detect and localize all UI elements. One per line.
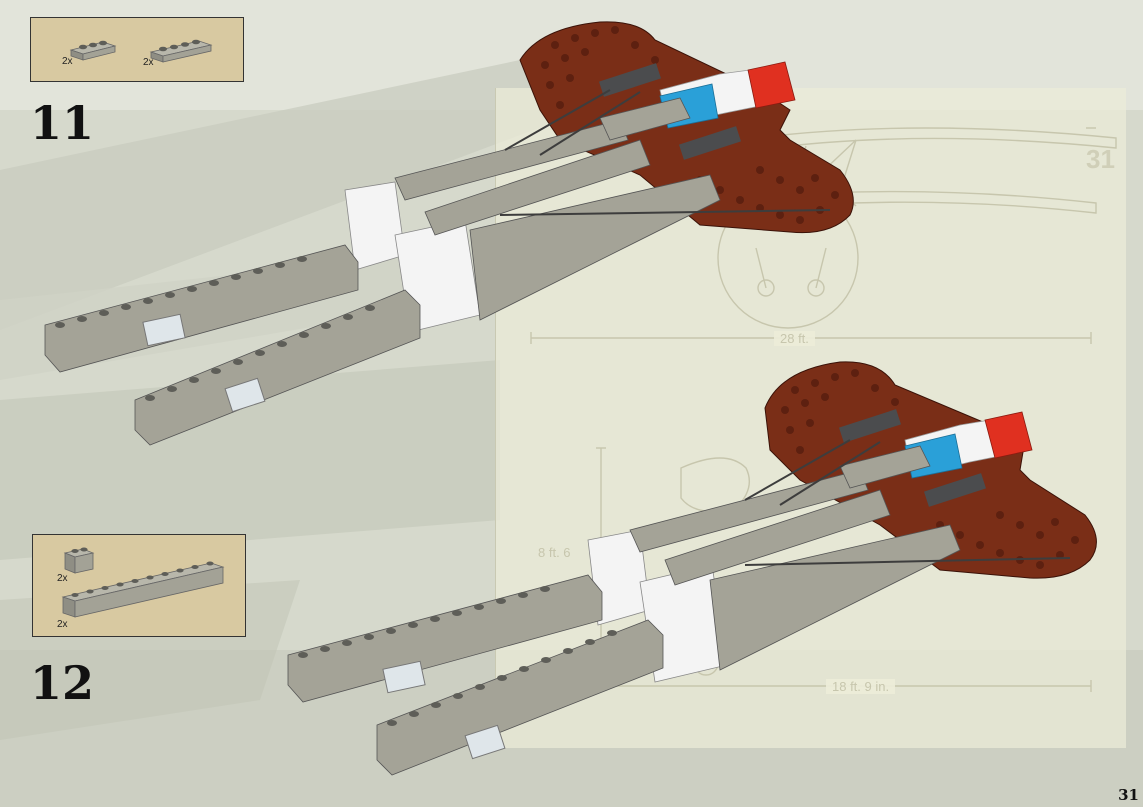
part-quantity: 2x bbox=[57, 573, 68, 584]
step-12-number: 12 bbox=[30, 656, 95, 710]
window-cutout bbox=[382, 660, 426, 694]
gray-lower-beam bbox=[376, 619, 664, 776]
dark-gray-hinge bbox=[838, 409, 902, 443]
window-cutout bbox=[464, 724, 506, 760]
dark-gray-hinge bbox=[598, 63, 662, 97]
dark-gray-hinge bbox=[678, 126, 742, 160]
step-11-parts-box: 2x 2x bbox=[30, 17, 244, 82]
part-quantity: 2x bbox=[62, 56, 73, 67]
gray-lower-beam bbox=[44, 244, 359, 373]
gray-fuselage-beam bbox=[424, 139, 651, 236]
svg-text:31: 31 bbox=[1086, 144, 1115, 174]
part-quantity: 2x bbox=[57, 619, 68, 630]
gray-fuselage-beam bbox=[469, 174, 721, 321]
gray-fuselage-beam bbox=[664, 489, 891, 586]
length-dimension-label: 18 ft. 9 in. bbox=[826, 679, 896, 694]
gray-lower-beam bbox=[287, 574, 603, 703]
part-quantity: 2x bbox=[143, 57, 154, 68]
red-tail-plate bbox=[984, 411, 1033, 459]
brown-tail-wing bbox=[519, 21, 854, 234]
light-gray-brick-1x2-icon bbox=[63, 547, 95, 574]
window-cutout bbox=[224, 377, 266, 413]
dark-gray-hinge bbox=[923, 473, 987, 507]
step-12-parts-box: 2x 2x bbox=[32, 534, 246, 637]
red-tail-plate bbox=[747, 61, 796, 109]
light-gray-plate-1x4-icon bbox=[149, 39, 213, 63]
light-gray-plate-1x3-icon bbox=[69, 40, 117, 61]
gray-fuselage-beam bbox=[629, 469, 869, 553]
page-number: 31 bbox=[1118, 786, 1139, 804]
gray-top-plate bbox=[599, 97, 691, 141]
light-gray-brick-1x10-icon bbox=[61, 561, 225, 618]
window-cutout bbox=[142, 313, 186, 347]
step-11-number: 11 bbox=[30, 96, 95, 150]
gray-top-plate bbox=[839, 445, 931, 489]
height-dimension-label: 8 ft. 6 bbox=[538, 545, 571, 560]
gray-lower-beam bbox=[134, 289, 421, 446]
wingspan-dimension-label: 28 ft. bbox=[774, 331, 815, 346]
gray-fuselage-beam bbox=[394, 119, 629, 201]
